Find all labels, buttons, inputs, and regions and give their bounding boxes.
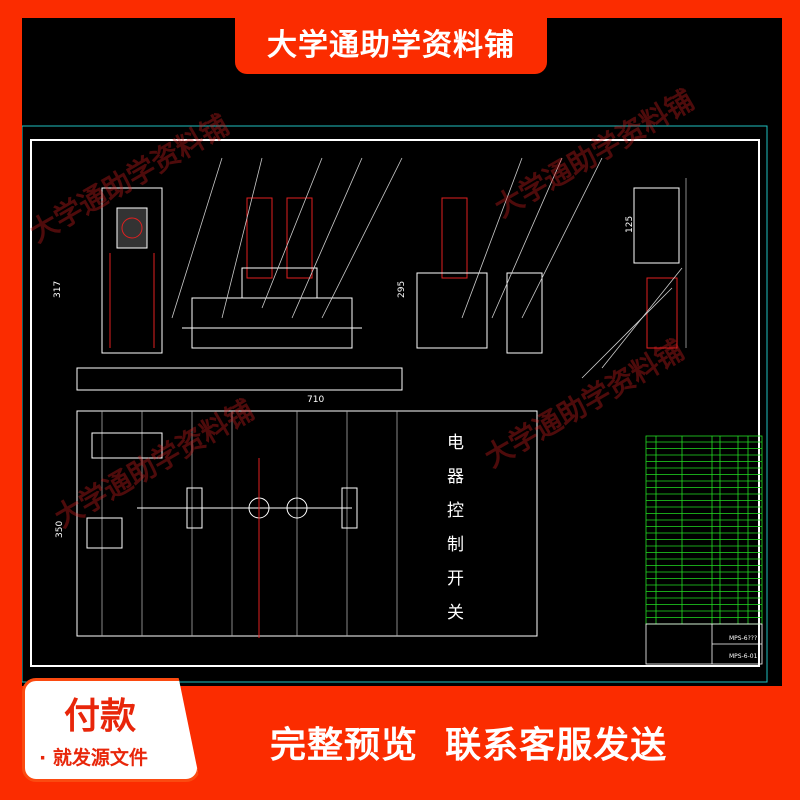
pay-button[interactable]: 付款 · 就发源文件 xyxy=(22,678,200,782)
dimension-125: 125 xyxy=(625,216,635,233)
parts-list xyxy=(645,435,763,625)
title-block: MPS-6??? MPS-6-01 xyxy=(645,623,763,665)
cad-drawing-canvas: 317 295 710 350 125 电 器 控 制 开 关 xyxy=(21,18,782,686)
svg-text:大学通助学资料铺: 大学通助学资料铺 xyxy=(49,393,260,534)
pay-title: 付款 xyxy=(63,696,136,737)
svg-text:控: 控 xyxy=(447,501,464,521)
svg-text:大学通助学资料铺: 大学通助学资料铺 xyxy=(489,83,700,224)
top-view xyxy=(76,410,538,638)
svg-text:制: 制 xyxy=(447,535,464,555)
cta-text: 完整预览 联系客服发送 xyxy=(270,725,668,766)
svg-text:开: 开 xyxy=(447,569,464,589)
dimension-710: 710 xyxy=(307,395,324,405)
dimension-295: 295 xyxy=(397,281,407,298)
svg-text:大学通助学资料铺: 大学通助学资料铺 xyxy=(479,333,690,474)
svg-text:器: 器 xyxy=(447,467,464,487)
outer-frame xyxy=(21,125,768,683)
drawing-border xyxy=(30,139,760,667)
top-banner: 大学通助学资料铺 xyxy=(235,18,547,74)
drawing-number-1: MPS-6??? xyxy=(729,635,757,642)
dimension-350: 350 xyxy=(55,521,65,538)
cad-drawing: 317 295 710 350 125 电 器 控 制 开 关 xyxy=(21,83,768,683)
front-view xyxy=(76,157,687,391)
watermark: 大学通助学资料铺 大学通助学资料铺 大学通助学资料铺 大学通助学资料铺 xyxy=(24,83,700,534)
dimension-317: 317 xyxy=(53,281,63,298)
control-switch-label: 电 器 控 制 开 关 xyxy=(447,433,464,623)
pay-subtitle: · 就发源文件 xyxy=(39,747,148,769)
drawing-number-2: MPS-6-01 xyxy=(729,653,758,660)
svg-text:关: 关 xyxy=(447,603,464,623)
svg-text:电: 电 xyxy=(447,433,464,453)
